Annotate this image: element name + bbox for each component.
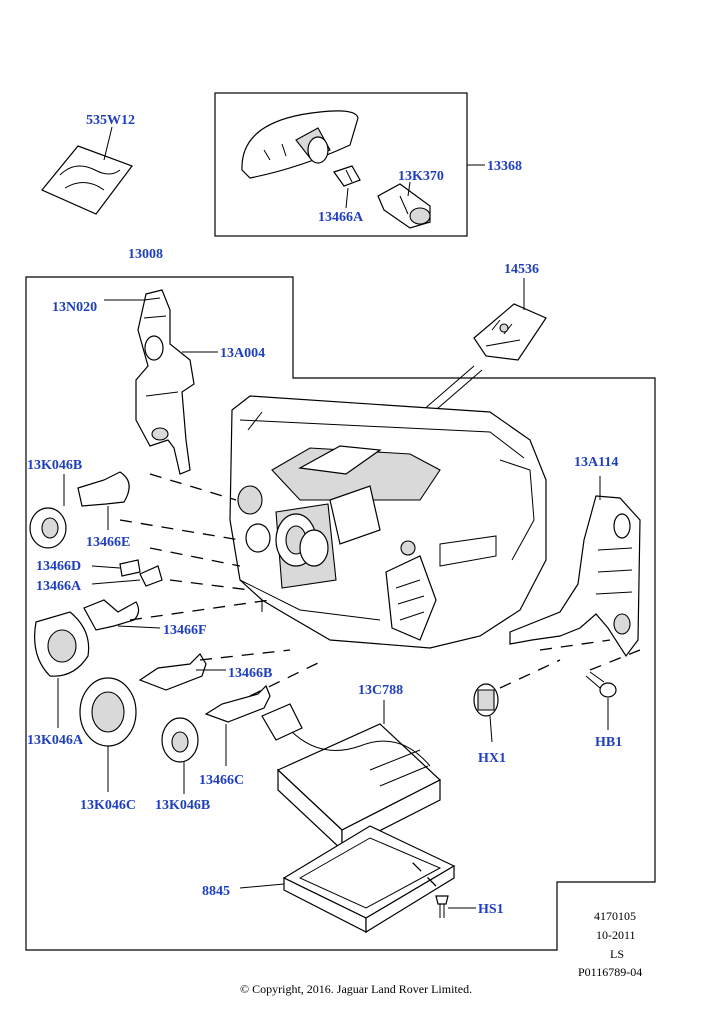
copyright-notice: © Copyright, 2016. Jaguar Land Rover Lim… (240, 982, 472, 996)
callout-13368: 13368 (487, 159, 522, 174)
screw-hb1-part (585, 671, 617, 698)
bulb-13466e-part (77, 471, 130, 507)
callout-13k046a: 13K046A (27, 733, 84, 748)
bulb-13466b-part (138, 653, 207, 691)
side-lamp-bulb-part (333, 165, 361, 187)
callout-hb1: HB1 (595, 735, 622, 750)
callout-13466d: 13466D (36, 559, 81, 574)
grease-sachet-part (41, 145, 133, 215)
bulb-cover-13k046a-part (34, 611, 90, 677)
bulb-cover-13k046b-bottom-part (161, 717, 199, 763)
right-mounting-bracket-part (509, 495, 641, 658)
callout-13466a-mid: 13466A (36, 579, 82, 594)
callout-13k370: 13K370 (398, 169, 444, 184)
assembly-frame-13008 (25, 276, 656, 951)
bulb-cover-13k046b-top-part (29, 507, 67, 549)
callout-13a114: 13A114 (574, 455, 618, 470)
callout-hs1: HS1 (478, 902, 504, 917)
left-mounting-bracket-part (135, 289, 195, 475)
callout-13008: 13008 (128, 247, 163, 262)
bulb-13466f-part (83, 599, 140, 631)
diagram-date: 10-2011 (596, 928, 636, 942)
callout-hx1: HX1 (478, 751, 506, 766)
headlamp-housing-part (229, 395, 547, 649)
lighting-control-module-part (261, 703, 442, 852)
leveling-actuator-part (473, 303, 547, 361)
callout-13466c: 13466C (199, 773, 244, 788)
callout-13c788: 13C788 (358, 683, 403, 698)
callout-535w12: 535W12 (86, 113, 135, 128)
callout-13a004: 13A004 (220, 346, 265, 361)
bulb-13466c-part (204, 684, 271, 723)
callout-13k046c: 13K046C (80, 798, 136, 813)
callout-13466a-top: 13466A (318, 210, 364, 225)
bulb-13466a-part (139, 565, 163, 587)
side-repeater-lamp-part (241, 110, 359, 179)
callout-13n020: 13N020 (52, 300, 97, 315)
diagram-part-ref: P0116789-04 (578, 965, 642, 979)
callout-13466b: 13466B (228, 666, 272, 681)
diagram-model-code: LS (610, 947, 624, 961)
callout-8845: 8845 (202, 884, 230, 899)
bulb-13466d-part (119, 559, 141, 577)
callout-13k046b-top: 13K046B (27, 458, 82, 473)
callout-13466f: 13466F (163, 623, 207, 638)
callout-13466e: 13466E (86, 535, 130, 550)
callout-14536: 14536 (504, 262, 539, 277)
screw-hs1-part (435, 895, 449, 918)
side-lamp-socket-part (377, 183, 431, 229)
diagram-id: 4170105 (594, 909, 636, 923)
clip-hx1-part (473, 683, 499, 717)
callout-13k046b-bottom: 13K046B (155, 798, 210, 813)
bulb-cover-13k046c-part (79, 677, 137, 747)
